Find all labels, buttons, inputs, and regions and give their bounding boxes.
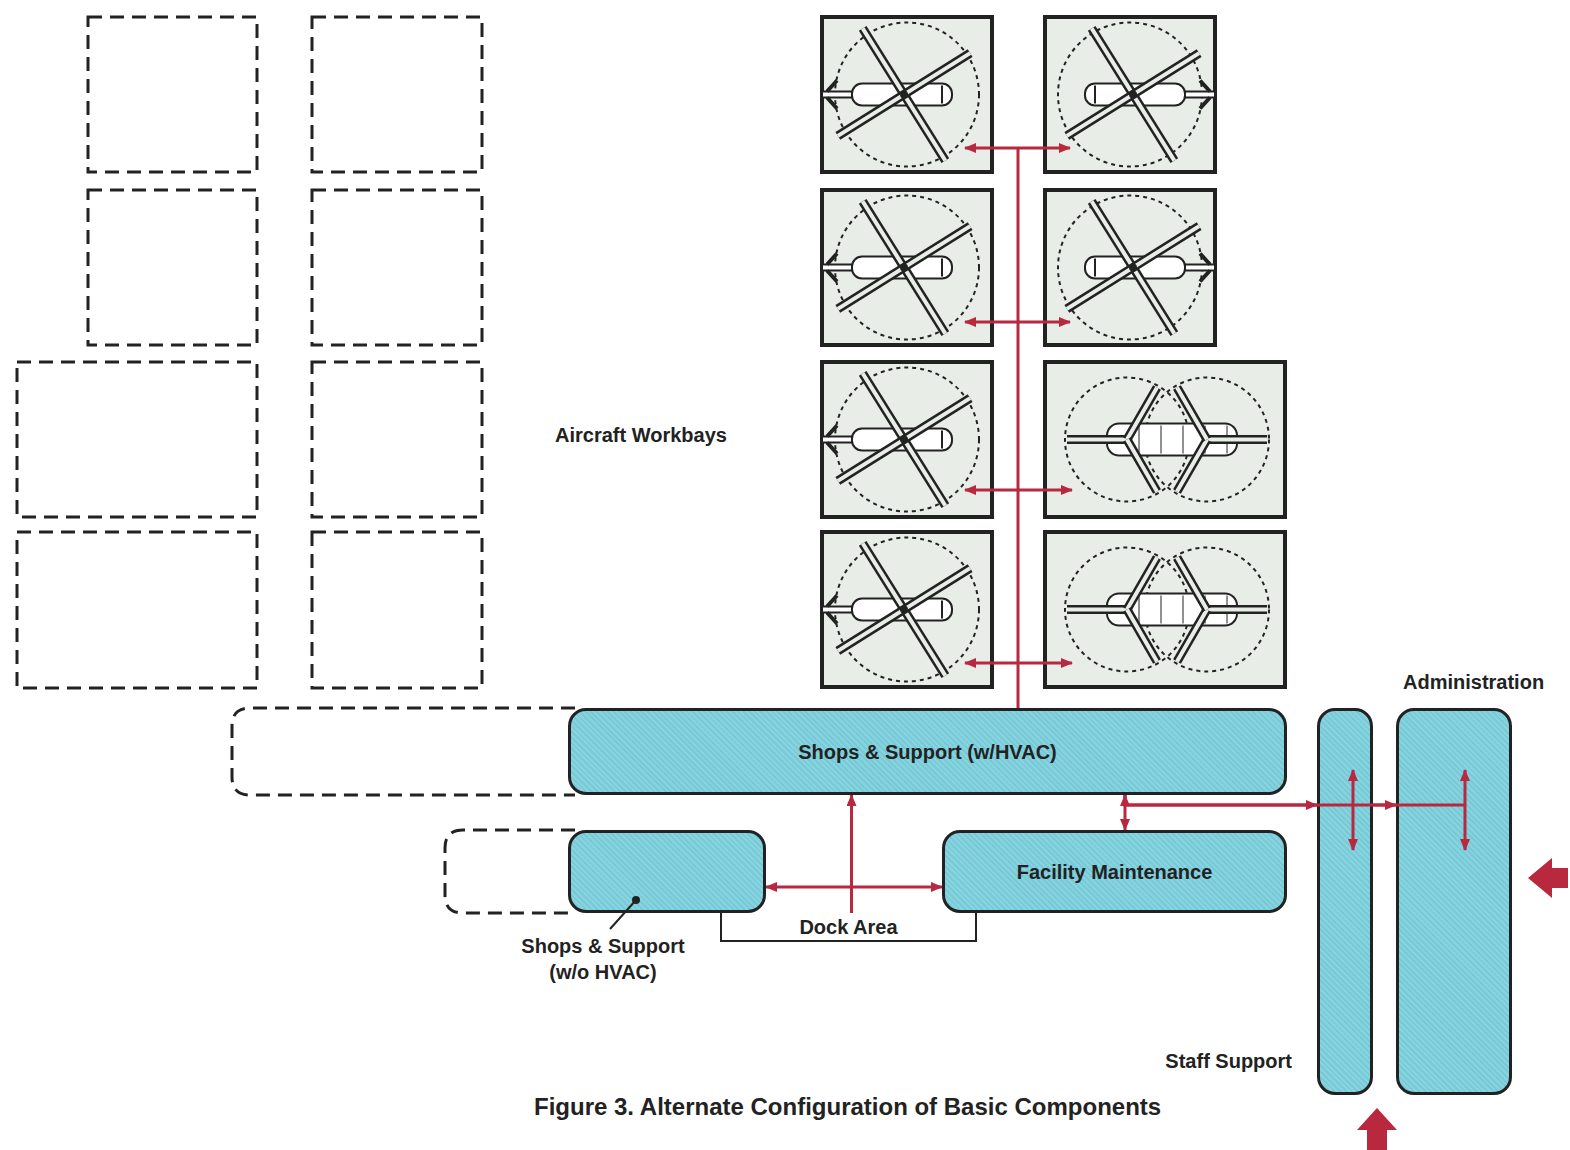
leader-line [610,896,640,929]
block-label: Administration [1403,669,1544,695]
block-title: Facility Maintenance [1017,860,1213,884]
block-title: Shops & Support (w/HVAC) [798,740,1057,764]
future-expansion-outline [17,17,575,913]
workbay-access-arrows [965,148,1072,708]
block-label: Staff Support [1165,1048,1292,1074]
dock-area-box: Dock Area [720,913,977,942]
facility-block: Shops & Support (w/o HVAC) [568,830,766,913]
aircraft-workbay [1045,532,1285,687]
area-label: Aircraft Workbays [555,424,727,447]
circulation-connector [852,887,943,913]
facility-block: Administration [1396,708,1512,1095]
facility-block: Staff Support [1317,708,1373,1095]
aircraft-workbay [1045,362,1285,517]
internal-circulation-arrows [1317,770,1465,850]
facility-block: Shops & Support (w/HVAC) [568,708,1287,795]
block-body: Facility Maintenance [945,833,1284,910]
facility-block: Facility Maintenance [942,830,1287,913]
circulation-connector [766,887,852,913]
aircraft-workbay [1045,190,1215,345]
block-body: Shops & Support (w/HVAC) [571,711,1284,792]
aircraft-workbay [822,362,992,517]
figure-caption: Figure 3. Alternate Configuration of Bas… [534,1093,1161,1121]
block-title: Dock Area [799,915,897,939]
aircraft-workbays [822,17,1285,687]
block-body: Dock Area [722,913,975,940]
block-label: Shops & Support (w/o HVAC) [508,933,698,985]
aircraft-workbay [1045,17,1215,172]
